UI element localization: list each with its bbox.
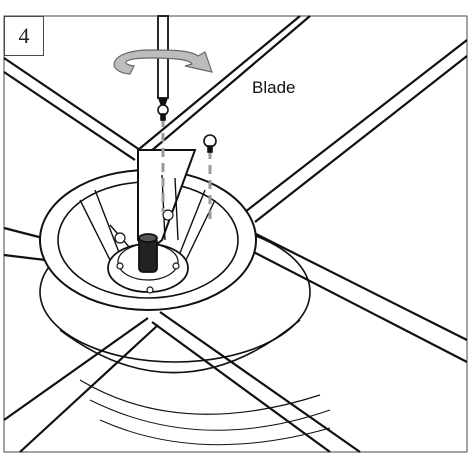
diagram-border <box>3 15 468 453</box>
step-number: 4 <box>4 16 44 56</box>
blade-top <box>3 15 468 223</box>
motor-housing <box>39 221 331 446</box>
screw-guide-lines <box>161 118 212 222</box>
plate-holes <box>114 209 180 294</box>
blade-label: Blade <box>252 78 296 97</box>
hub-ribs <box>79 174 216 263</box>
center-plate <box>107 233 189 293</box>
